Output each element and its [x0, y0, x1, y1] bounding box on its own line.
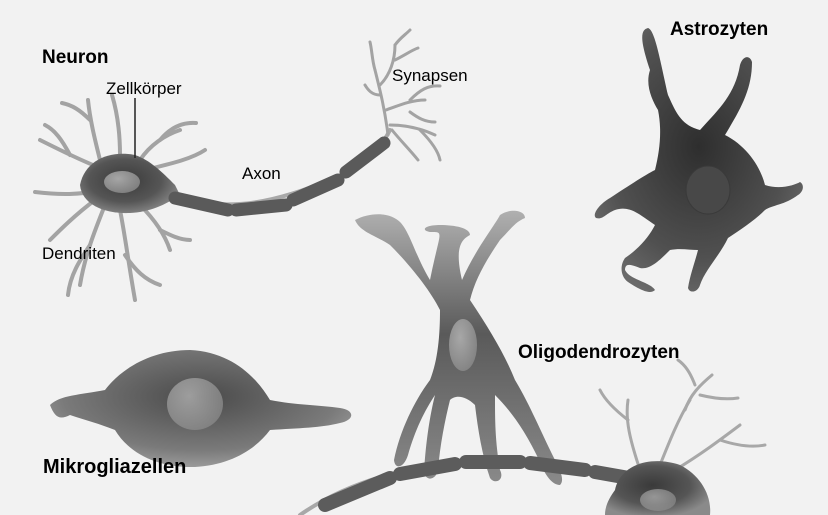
- label-dendrites: Dendriten: [42, 245, 116, 262]
- label-astrocytes: Astrozyten: [670, 20, 768, 39]
- neuron-nucleus: [104, 171, 140, 193]
- label-oligodendrocytes: Oligodendrozyten: [518, 343, 680, 362]
- astrocyte: [595, 28, 803, 292]
- label-synapses: Synapsen: [392, 67, 468, 84]
- label-cell-body: Zellkörper: [106, 80, 182, 97]
- astrocyte-nucleus: [686, 166, 730, 214]
- label-neuron: Neuron: [42, 48, 109, 67]
- neuron-axon: [175, 130, 390, 210]
- microglia: [50, 350, 351, 467]
- neuron-partial: [600, 360, 765, 515]
- microglia-nucleus: [167, 378, 223, 430]
- neuron-synapses: [365, 30, 440, 160]
- astrocyte-body: [595, 28, 803, 292]
- label-microglia: Mikrogliazellen: [43, 457, 186, 477]
- label-axon: Axon: [242, 165, 281, 182]
- oligodendrocyte-nucleus: [449, 319, 477, 371]
